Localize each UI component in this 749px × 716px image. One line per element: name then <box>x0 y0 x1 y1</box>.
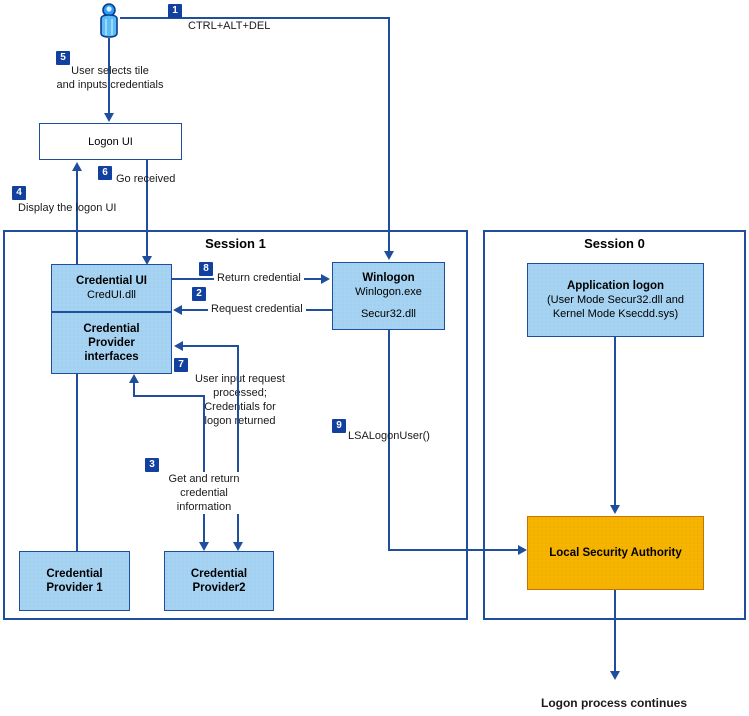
step-badge-4: 4 <box>12 186 26 200</box>
arrow-into-lsa-top <box>610 505 620 514</box>
step-badge-8: 8 <box>199 262 213 276</box>
node-credential-provider-1[interactable]: Credential Provider 1 <box>19 551 130 611</box>
app-logon-title: Application logon <box>566 280 665 292</box>
step-label-9: LSALogonUser() <box>348 430 430 442</box>
node-winlogon-subtitle2: Secur32.dll <box>360 308 417 320</box>
connector-credentialui-to-cp1 <box>76 374 78 551</box>
arrow-into-logon-ui <box>104 113 114 122</box>
node-winlogon[interactable]: Winlogon Winlogon.exe Secur32.dll <box>332 262 445 330</box>
node-credential-provider-interfaces[interactable]: Credential Provider interfaces <box>51 312 172 374</box>
node-credential-ui-title: Credential UI <box>76 275 147 287</box>
step-label-2: Request credential <box>208 302 306 316</box>
cpi-line-1: Credential <box>83 323 140 335</box>
connector-step3-h <box>133 395 205 397</box>
step-label-4: Display the logon UI <box>18 202 117 214</box>
step-label-6: Go received <box>116 173 176 185</box>
step-badge-1: 1 <box>168 4 182 18</box>
app-logon-sub-1: (User Mode Secur32.dll and <box>547 294 684 306</box>
session-1-container <box>3 230 468 620</box>
connector-step7-v <box>237 345 239 363</box>
arrow-to-footer <box>610 671 620 680</box>
cpi-line-3: interfaces <box>84 351 139 363</box>
arrow-into-credential-ui-top <box>142 256 152 265</box>
node-logon-ui-title: Logon UI <box>88 135 133 148</box>
node-application-logon[interactable]: Application logon (User Mode Secur32.dll… <box>527 263 704 337</box>
node-winlogon-subtitle: Winlogon.exe <box>355 286 422 298</box>
connector-user-to-logonui <box>108 38 110 116</box>
connector-credentialui-to-logonui <box>76 170 78 266</box>
cp2-line-1: Credential <box>190 568 248 580</box>
step-badge-5: 5 <box>56 51 70 65</box>
user-person-icon <box>100 3 118 38</box>
node-logon-ui[interactable]: Logon UI <box>39 123 182 160</box>
cp1-line-2: Provider 1 <box>46 582 103 594</box>
footer-label: Logon process continues <box>540 696 687 710</box>
arrow-request-credential <box>173 305 182 315</box>
arrow-return-credential <box>321 274 330 284</box>
connector-lsa-to-footer <box>614 590 616 673</box>
node-credential-ui[interactable]: Credential UI CredUI.dll <box>51 264 172 312</box>
connector-step3-down-v <box>203 395 205 545</box>
step-label-5: User selects tile and inputs credentials <box>56 65 164 91</box>
lsa-title: Local Security Authority <box>549 547 682 559</box>
arrow-step7-into-cpi <box>174 341 183 351</box>
connector-to-winlogon-v <box>388 17 390 251</box>
connector-user-to-winlogon-h <box>120 17 390 19</box>
arrow-into-cp2-right <box>233 542 243 551</box>
cp2-line-2: Provider2 <box>192 582 246 594</box>
arrow-into-cp2-left <box>199 542 209 551</box>
connector-step3-up-v <box>133 382 135 396</box>
cpi-line-2: Provider <box>88 337 135 349</box>
step-badge-7: 7 <box>174 358 188 372</box>
arrow-into-winlogon <box>384 251 394 260</box>
step-label-3: Get and return credential information <box>160 472 248 514</box>
step-badge-3: 3 <box>145 458 159 472</box>
cp1-line-1: Credential <box>46 568 103 580</box>
session-1-title: Session 1 <box>205 236 266 251</box>
step-label-1: CTRL+ALT+DEL <box>188 20 271 32</box>
node-local-security-authority[interactable]: Local Security Authority <box>527 516 704 590</box>
step-badge-2: 2 <box>192 287 206 301</box>
connector-winlogon-to-lsa-v <box>388 330 390 549</box>
step-label-7: User input request processed; Credential… <box>195 373 285 427</box>
app-logon-sub-2: Kernel Mode Ksecdd.sys) <box>552 308 679 320</box>
arrow-into-logon-ui-bottom <box>72 162 82 171</box>
arrow-into-lsa-left <box>518 545 527 555</box>
session-0-title: Session 0 <box>584 236 645 251</box>
node-credential-provider-2[interactable]: Credential Provider2 <box>164 551 274 611</box>
connector-winlogon-to-lsa-h <box>388 549 519 551</box>
step-label-8: Return credential <box>214 271 304 285</box>
step-badge-9: 9 <box>332 419 346 433</box>
node-credential-ui-subtitle: CredUI.dll <box>87 289 136 301</box>
step-badge-6: 6 <box>98 166 112 180</box>
arrow-step3-into-cpi <box>129 374 139 383</box>
connector-logonui-to-credentialui <box>146 160 148 258</box>
connector-step7-h <box>183 345 239 347</box>
connector-cp2-to-step7 <box>237 363 239 545</box>
node-winlogon-title: Winlogon <box>362 272 415 284</box>
connector-applogon-to-lsa <box>614 337 616 507</box>
